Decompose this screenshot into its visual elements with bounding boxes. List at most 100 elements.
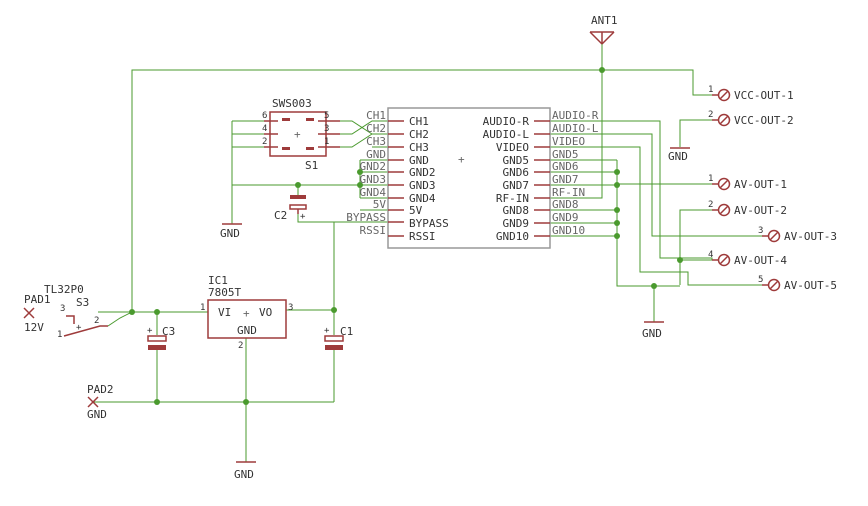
gnd-symbol-power: GND (234, 461, 256, 481)
sws003-pin2: 2 (262, 137, 267, 147)
svg-text:+: + (324, 326, 330, 336)
vcc-out-1-label: VCC-OUT-1 (734, 89, 794, 102)
pad2: PAD2 GND (87, 383, 114, 421)
sws003-value: S1 (305, 159, 318, 172)
connector-vcc-out-1: 1 VCC-OUT-1 (708, 85, 794, 102)
gnd-symbol-vcc2: GND (668, 147, 690, 163)
net-bypass: BYPASS (346, 211, 386, 224)
rx-module: + CH1 CH2 CH3 GND GND2 GND3 GND4 5V BYPA… (387, 107, 551, 249)
net-gnd7: GND7 (552, 173, 579, 186)
vcc-out-2-pin: 2 (708, 110, 713, 120)
pin-bypass: BYPASS (409, 217, 449, 230)
net-gnd10: GND10 (552, 224, 585, 237)
av-out-1-label: AV-OUT-1 (734, 178, 787, 191)
pin-gnd10: GND10 (496, 230, 529, 243)
net-ch1: CH1 (366, 109, 386, 122)
pin-gnd: GND (409, 154, 429, 167)
net-labels-left: CH1 CH2 CH3 GND GND2 GND3 GND4 5V BYPASS… (346, 109, 386, 237)
pin-gnd8: GND8 (503, 204, 530, 217)
net-audio-r: AUDIO-R (552, 109, 599, 122)
pin-gnd9: GND9 (503, 217, 530, 230)
pin-audio-l: AUDIO-L (483, 128, 530, 141)
net-gnd4: GND4 (360, 186, 387, 199)
connector-vcc-out-2: 2 VCC-OUT-2 (708, 110, 794, 127)
c2-label: C2 (274, 209, 287, 222)
wires (94, 40, 762, 462)
ic1-name: IC1 (208, 274, 228, 287)
sws003-pin1: 1 (324, 137, 329, 147)
pad1-value: 12V (24, 321, 44, 334)
av-out-5-pin: 5 (758, 275, 763, 285)
svg-text:+: + (458, 153, 465, 166)
ic1-pin2: 2 (238, 341, 243, 351)
av-out-4-label: AV-OUT-4 (734, 254, 787, 267)
connector-av-out-4: 4 AV-OUT-4 (708, 250, 787, 267)
net-gnd3: GND3 (360, 173, 387, 186)
net-video: VIDEO (552, 135, 585, 148)
s3-name: S3 (76, 296, 89, 309)
svg-text:+: + (147, 326, 153, 336)
net-gnd: GND (366, 148, 386, 161)
net-rf-in: RF-IN (552, 186, 585, 199)
ic1-pin-vi: VI (218, 306, 231, 319)
pad2-name: PAD2 (87, 383, 114, 396)
ic1-pin-vo: VO (259, 306, 272, 319)
svg-text:+: + (300, 212, 306, 222)
net-gnd5: GND5 (552, 148, 579, 161)
pin-ch2: CH2 (409, 128, 429, 141)
pin-ch3: CH3 (409, 141, 429, 154)
av-out-3-label: AV-OUT-3 (784, 230, 837, 243)
pin-gnd5: GND5 (503, 154, 530, 167)
regulator-ic1: IC1 7805T VI VO GND + 1 3 2 (200, 274, 293, 351)
gnd-label-3: GND (642, 327, 662, 340)
sws003-name: SWS003 (272, 97, 312, 110)
svg-text:+: + (76, 323, 82, 333)
gnd-label-1: GND (220, 227, 240, 240)
connector-av-out-1: 1 AV-OUT-1 (708, 174, 787, 191)
gnd-label-4: GND (234, 468, 254, 481)
pin-5v: 5V (409, 204, 423, 217)
s3-pin3: 3 (60, 304, 65, 314)
net-ch3: CH3 (366, 135, 386, 148)
pin-ch1: CH1 (409, 115, 429, 128)
s3-pin2: 2 (94, 316, 99, 326)
pad2-value: GND (87, 408, 107, 421)
net-gnd9: GND9 (552, 211, 579, 224)
ic1-pin1: 1 (200, 303, 205, 313)
junctions (129, 67, 683, 405)
capacitor-c1: + C1 (324, 325, 353, 350)
power-switch-s3: TL32P0 S3 3 2 1 + (44, 283, 133, 340)
ic1-pin3: 3 (288, 303, 293, 313)
capacitor-c2: + C2 (274, 195, 307, 222)
pin-gnd3: GND3 (409, 179, 436, 192)
av-out-3-pin: 3 (758, 226, 763, 236)
sws003-pin3: 3 (324, 124, 329, 134)
connector-av-out-5: 5 AV-OUT-5 (758, 275, 837, 292)
pin-gnd6: GND6 (503, 166, 530, 179)
sws003-pin4: 4 (262, 124, 267, 134)
s3-value: TL32P0 (44, 283, 84, 296)
net-rssi: RSSI (360, 224, 387, 237)
connector-av-out-3: 3 AV-OUT-3 (758, 226, 837, 243)
av-out-5-label: AV-OUT-5 (784, 279, 837, 292)
av-out-4-pin: 4 (708, 250, 713, 260)
pin-video: VIDEO (496, 141, 529, 154)
c1-label: C1 (340, 325, 353, 338)
sws003-pin6: 6 (262, 111, 267, 121)
gnd-symbol-s1: GND (220, 222, 242, 240)
vcc-out-2-label: VCC-OUT-2 (734, 114, 794, 127)
pin-audio-r: AUDIO-R (483, 115, 530, 128)
antenna-symbol: ANT1 (589, 14, 618, 45)
connector-av-out-2: 2 AV-OUT-2 (708, 200, 787, 217)
net-gnd8: GND8 (552, 198, 579, 211)
sws003-pin5: 5 (324, 111, 329, 121)
net-ch2: CH2 (366, 122, 386, 135)
net-labels-right: AUDIO-R AUDIO-L VIDEO GND5 GND6 GND7 RF-… (552, 109, 599, 237)
pin-gnd2: GND2 (409, 166, 436, 179)
gnd-symbol-av: GND (642, 321, 664, 340)
pin-rssi: RSSI (409, 230, 436, 243)
pin-rf-in: RF-IN (496, 192, 529, 205)
s3-pin1: 1 (57, 330, 62, 340)
ic1-value: 7805T (208, 286, 241, 299)
